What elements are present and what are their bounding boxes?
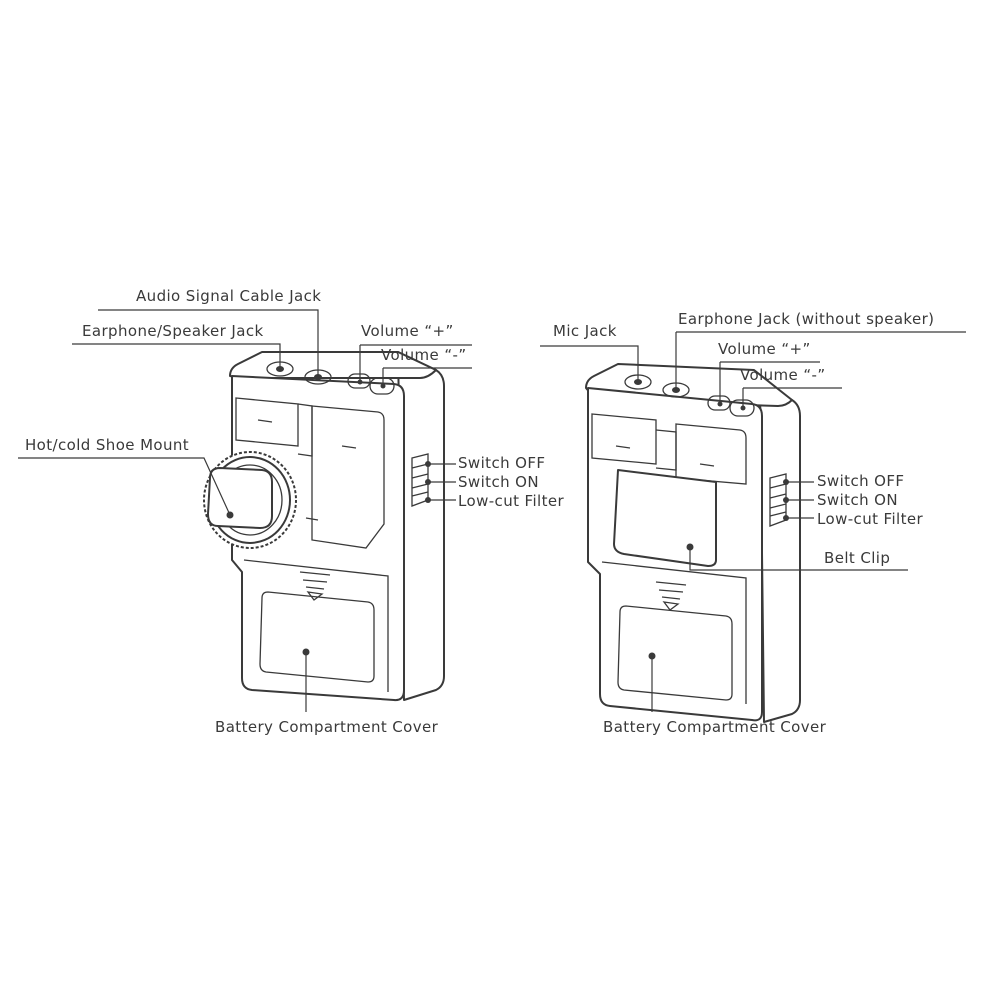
volume-minus-button — [369, 377, 395, 395]
receiver-volume-plus-button — [707, 395, 731, 411]
transmitter-front-face — [231, 375, 405, 702]
label-earphone-speaker-jack: Earphone/Speaker Jack — [82, 322, 264, 340]
label-low-cut-filter-right: Low-cut Filter — [817, 510, 924, 528]
receiver-side-face — [759, 383, 801, 723]
label-switch-off-left: Switch OFF — [458, 454, 545, 472]
label-low-cut-filter-left: Low-cut Filter — [458, 492, 565, 510]
label-switch-on-left: Switch ON — [458, 473, 539, 491]
label-battery-cover-left: Battery Compartment Cover — [215, 718, 439, 736]
label-volume-minus-left: Volume “-” — [381, 346, 467, 364]
label-earphone-jack: Earphone Jack (without speaker) — [678, 310, 934, 328]
label-volume-plus-left: Volume “+” — [361, 322, 454, 340]
transmitter-device — [203, 351, 445, 702]
transmitter-leaders — [18, 309, 472, 712]
transmitter-battery-compartment-cover — [243, 559, 389, 692]
label-audio-signal-cable-jack: Audio Signal Cable Jack — [136, 287, 321, 305]
label-hot-cold-shoe-mount: Hot/cold Shoe Mount — [25, 436, 189, 454]
receiver-device — [585, 363, 801, 723]
receiver-leaders — [540, 331, 966, 712]
belt-clip — [613, 469, 717, 567]
label-battery-cover-right: Battery Compartment Cover — [603, 718, 827, 736]
label-belt-clip: Belt Clip — [824, 549, 890, 567]
label-mic-jack: Mic Jack — [553, 322, 617, 340]
transmitter-side-face — [397, 351, 445, 701]
hot-cold-shoe-mount — [203, 451, 297, 549]
label-volume-plus-right: Volume “+” — [718, 340, 811, 358]
volume-plus-button — [347, 373, 371, 389]
label-volume-minus-right: Volume “-” — [740, 366, 826, 384]
label-switch-off-right: Switch OFF — [817, 472, 904, 490]
receiver-battery-compartment-cover — [601, 561, 747, 704]
receiver-volume-minus-button — [729, 399, 755, 417]
label-switch-on-right: Switch ON — [817, 491, 898, 509]
